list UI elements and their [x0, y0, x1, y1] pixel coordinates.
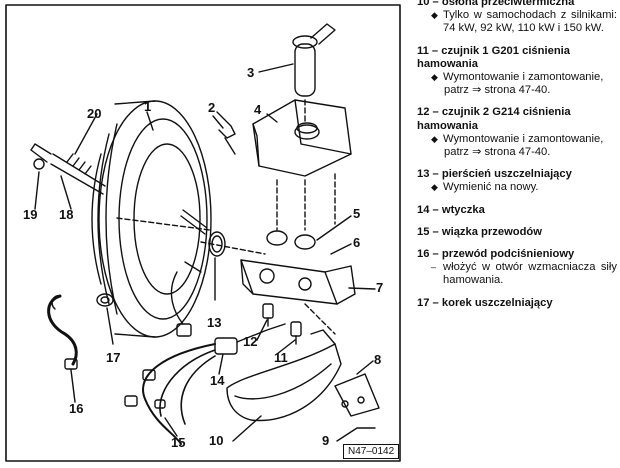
diagram-artwork	[5, 4, 401, 462]
legend-note-text: Tylko w samochodach z silnikami: 74 kW, …	[443, 9, 617, 35]
bullet-diamond-icon: ◆	[431, 182, 438, 193]
callout-17: 17	[106, 350, 121, 365]
legend-heading: 13 – pierścień uszczelniający	[417, 168, 572, 181]
legend-heading: 12 – czujnik 2 G214 ciśnienia hamowania	[417, 106, 571, 132]
legend-note-text: Wymontowanie i zamontowanie,	[443, 71, 604, 84]
callout-20: 20	[87, 106, 102, 121]
bullet-dash-icon: –	[431, 262, 437, 273]
legend-note: ◆ Wymontowanie i zamontowanie,	[417, 71, 617, 84]
callout-18: 18	[59, 207, 74, 222]
bullet-diamond-icon: ◆	[431, 133, 438, 144]
callout-10: 10	[209, 433, 224, 448]
legend-item-17: 17 – korek uszczelniający	[417, 297, 617, 310]
callout-11: 11	[274, 350, 288, 365]
legend-note-text: Wymienić na nowy.	[443, 181, 539, 194]
callout-5: 5	[353, 206, 361, 221]
legend-heading: 16 – przewód podciśnieniowy	[417, 248, 575, 261]
callout-4: 4	[254, 102, 262, 117]
legend-item-12: 12 – czujnik 2 G214 ciśnienia hamowania …	[417, 106, 617, 159]
page-reference: patrz ⇒ strona 47-40.	[444, 84, 551, 97]
callout-7: 7	[376, 280, 384, 295]
legend-heading: 11 – czujnik 1 G201 ciśnienia hamowania	[417, 44, 570, 70]
legend-note-text: Wymontowanie i zamontowanie,	[443, 132, 604, 145]
legend-heading: 10 – osłona przeciwtermiczna	[417, 0, 575, 8]
callout-15: 15	[171, 435, 186, 450]
callout-12: 12	[243, 334, 258, 349]
callout-3: 3	[247, 65, 255, 80]
callout-16: 16	[69, 401, 84, 416]
legend-item-13: 13 – pierścień uszczelniający ◆ Wymienić…	[417, 168, 617, 194]
legend-item-10: 10 – osłona przeciwtermiczna ◆ Tylko w s…	[417, 0, 617, 36]
callout-13: 13	[207, 315, 222, 330]
legend-note: ◆ Wymontowanie i zamontowanie,	[417, 133, 617, 146]
parts-legend: 10 – osłona przeciwtermiczna ◆ Tylko w s…	[417, 0, 617, 319]
callout-14: 14	[210, 373, 225, 388]
figure-code: N47–0142	[343, 444, 400, 459]
callout-9: 9	[322, 433, 330, 448]
page-reference: patrz ⇒ strona 47-40.	[444, 146, 551, 159]
legend-heading: 15 – wiązka przewodów	[417, 225, 542, 238]
callout-8: 8	[374, 352, 382, 367]
callout-6: 6	[353, 235, 361, 250]
legend-item-16: 16 – przewód podciśnieniowy – włożyć w o…	[417, 248, 617, 288]
legend-heading: 14 – wtyczka	[417, 203, 485, 216]
legend-note: ◆ Wymienić na nowy.	[417, 181, 617, 194]
legend-item-11: 11 – czujnik 1 G201 ciśnienia hamowania …	[417, 45, 617, 98]
exploded-view-diagram: 1 2 3 4 5 6 7 8 9 10 11 12 13 14 15 16 1…	[5, 4, 401, 462]
legend-note-text: włożyć w otwór wzmacniacza siły hamowani…	[443, 261, 617, 287]
bullet-diamond-icon: ◆	[431, 10, 438, 21]
legend-item-14: 14 – wtyczka	[417, 204, 617, 217]
callout-1: 1	[144, 99, 152, 114]
legend-note: – włożyć w otwór wzmacniacza siły hamowa…	[417, 261, 617, 287]
legend-item-15: 15 – wiązka przewodów	[417, 226, 617, 239]
legend-note: ◆ Tylko w samochodach z silnikami: 74 kW…	[417, 9, 617, 35]
legend-heading: 17 – korek uszczelniający	[417, 296, 553, 309]
bullet-diamond-icon: ◆	[431, 72, 438, 83]
callout-19: 19	[23, 207, 38, 222]
callout-2: 2	[208, 100, 216, 115]
